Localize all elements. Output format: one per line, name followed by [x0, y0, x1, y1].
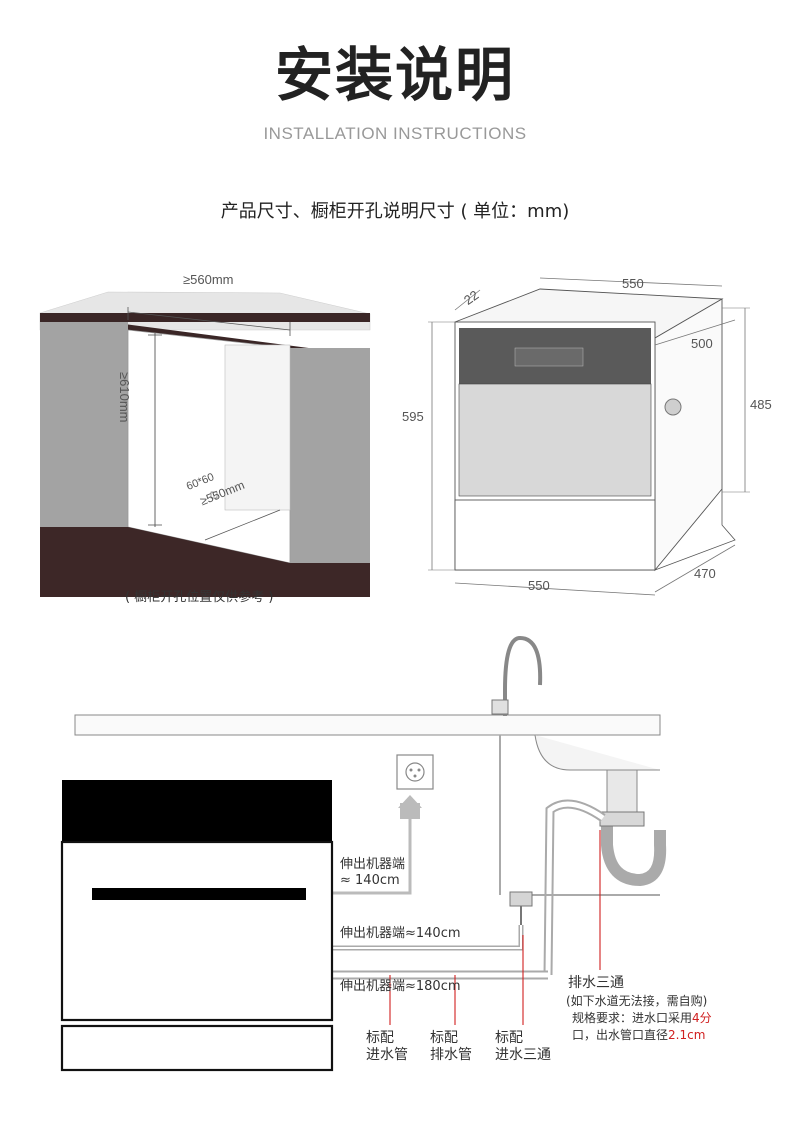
right-cabinet	[290, 348, 370, 563]
product-door	[458, 383, 652, 497]
height-485-label: 485	[750, 397, 772, 412]
spec-inlet-size: 4分	[692, 1011, 712, 1025]
drain-pipe	[606, 769, 638, 813]
power-socket	[396, 754, 434, 790]
cabinet-caption: ( 橱柜开孔位置仅供参考 )	[125, 590, 274, 605]
sink-basin	[534, 734, 660, 771]
faucet-base	[491, 699, 509, 715]
extend-label-1a: 伸出机器端	[340, 857, 406, 872]
power-cord	[332, 818, 412, 895]
opening-back-wall	[224, 344, 291, 511]
drain-tee	[599, 811, 645, 827]
plinth	[40, 527, 370, 597]
depth-dimension-line	[204, 509, 281, 541]
side-inlet	[664, 398, 682, 416]
countertop-slab	[74, 714, 661, 736]
std-drain-label-1: 标配	[430, 1030, 458, 1046]
drain-hose-upper	[543, 799, 606, 976]
faucet	[503, 635, 543, 716]
spec-line2-text: 口，出水管口直径	[572, 1028, 669, 1042]
extend-label-2: 伸出机器端≈140cm	[340, 926, 461, 941]
extend-label-1b: ≈ 140cm	[340, 873, 400, 888]
spec-unit: cm	[687, 1028, 706, 1042]
std-inlet-label-2: 进水管	[366, 1047, 408, 1063]
spec-outlet-diameter: 2.1	[668, 1028, 688, 1042]
bottom-width-label: 550	[528, 578, 550, 593]
width-dimension-line	[127, 311, 291, 331]
spec-line-2: 口，出水管口直径2.1cm	[572, 1027, 705, 1043]
page-subtitle: INSTALLATION INSTRUCTIONS	[263, 124, 527, 143]
dishwasher-kickplate	[60, 1024, 334, 1072]
dishwasher-top	[62, 780, 332, 842]
dishwasher-handle	[92, 888, 306, 900]
drain-tee-note: (如下水道无法接，需自购)	[566, 994, 708, 1008]
top-width-label: 550	[622, 276, 644, 291]
depth-500-dim	[654, 319, 736, 346]
spec-line-1: 规格要求：进水口采用4分	[572, 1010, 712, 1026]
drain-trap	[601, 812, 667, 887]
std-tee-label-2: 进水三通	[495, 1047, 551, 1063]
top-side-dim	[454, 289, 481, 311]
depth-470-dim	[654, 544, 736, 593]
hole-mark	[210, 491, 218, 499]
extend-label-3: 伸出机器端≈180cm	[340, 979, 461, 994]
inlet-tee	[509, 891, 533, 907]
product-kickplate	[454, 499, 656, 571]
section-title: 产品尺寸、橱柜开孔说明尺寸 ( 单位：mm)	[220, 201, 570, 222]
page-title: 安装说明	[274, 41, 515, 109]
display-window	[514, 347, 584, 367]
left-cabinet	[40, 322, 128, 527]
spec-prefix: 规格要求：进水口采用	[572, 1011, 693, 1025]
std-inlet-label-1: 标配	[366, 1030, 394, 1046]
drain-tee-title: 排水三通	[568, 975, 624, 991]
cabinet-width-label: ≥560mm	[183, 272, 234, 287]
height-595-label: 595	[402, 409, 424, 424]
std-drain-label-2: 排水管	[430, 1047, 472, 1063]
bottom-width-dim	[454, 582, 656, 596]
top-width-dim	[539, 277, 723, 287]
countertop-edge	[40, 313, 370, 322]
dishwasher-door	[60, 840, 334, 1022]
std-tee-label-1: 标配	[495, 1030, 523, 1046]
depth-500-label: 500	[691, 336, 713, 351]
depth-470-label: 470	[694, 566, 716, 581]
